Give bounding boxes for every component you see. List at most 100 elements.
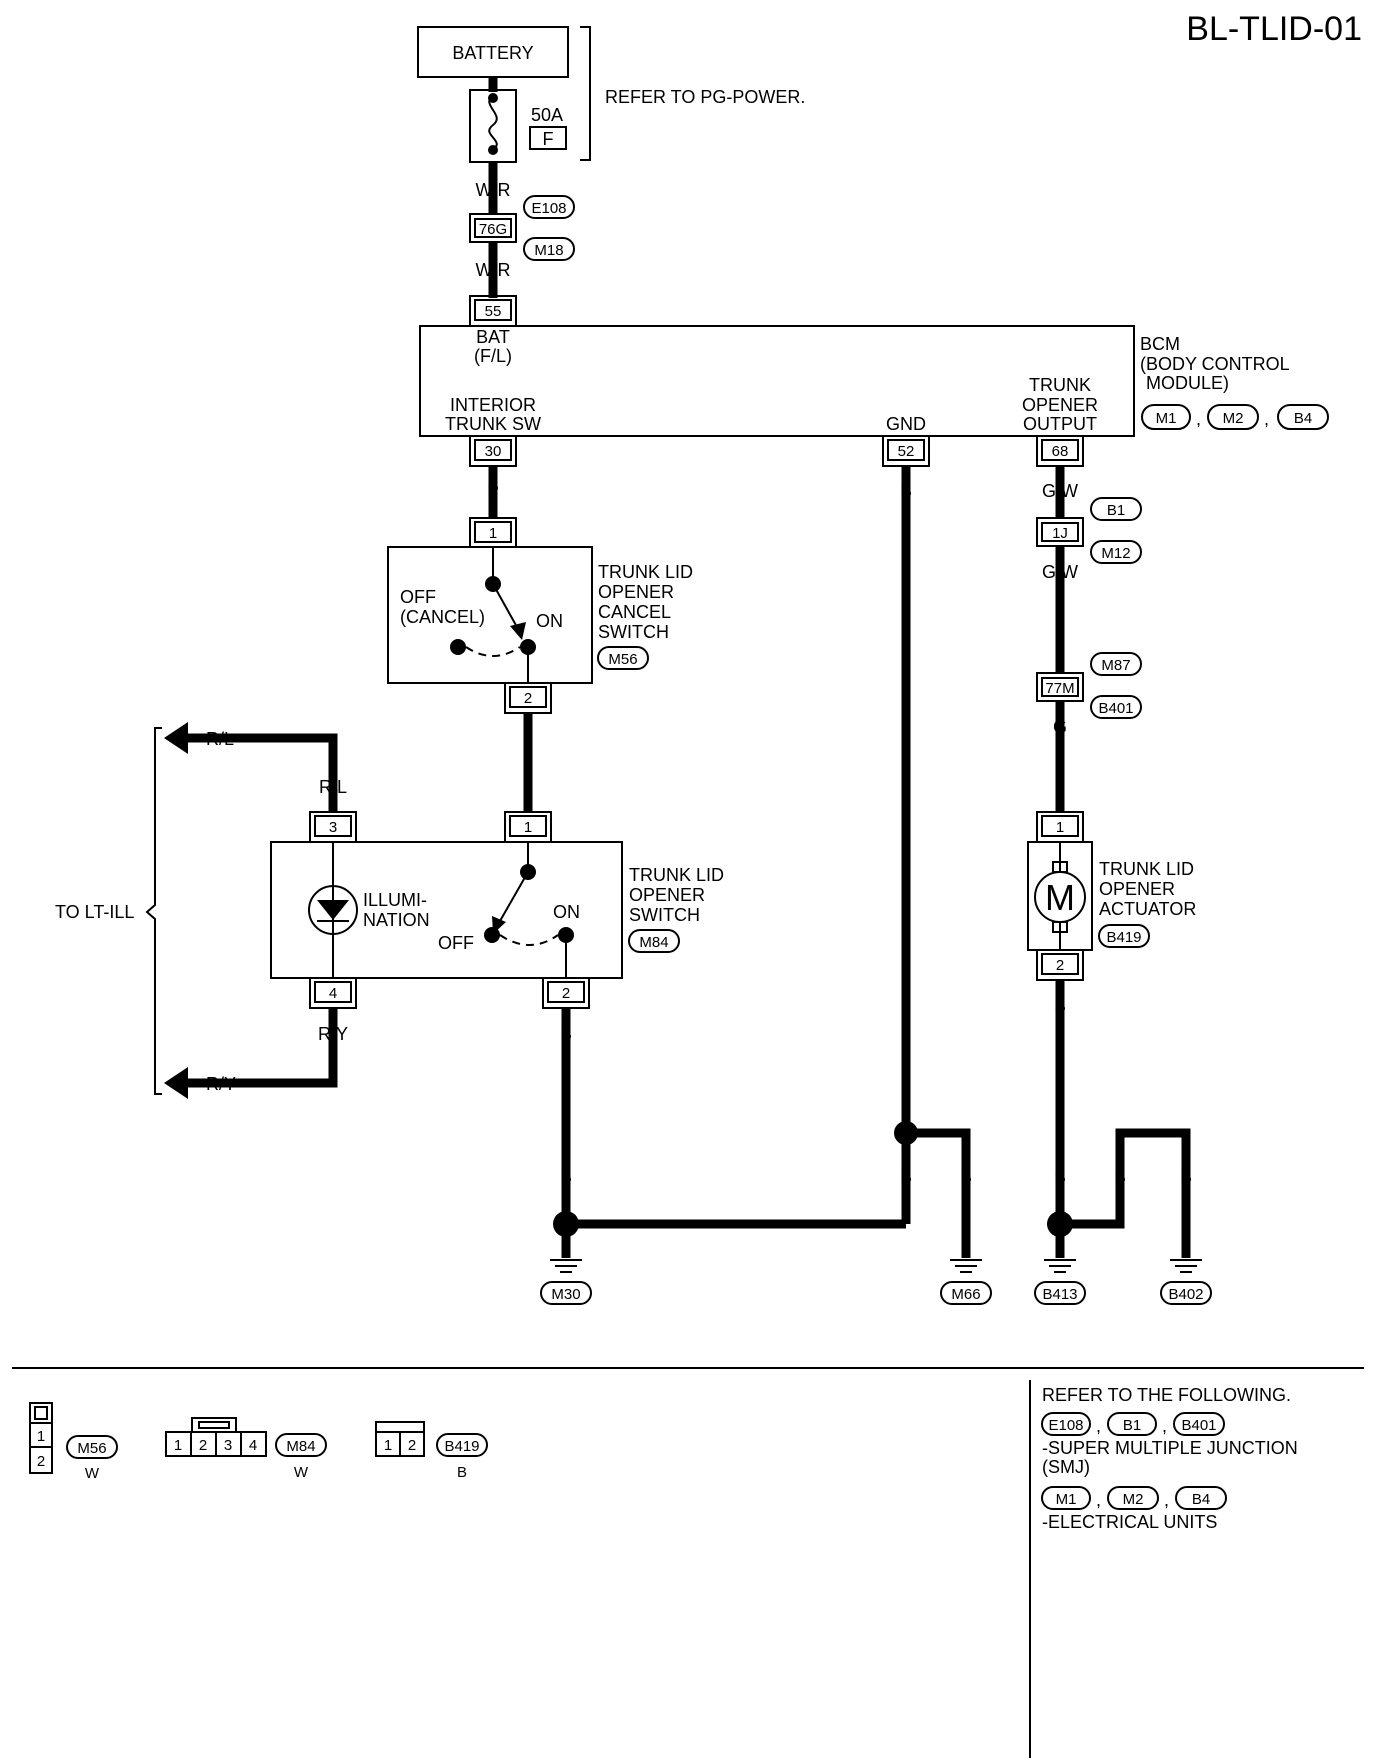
bcm-conn-3: B4 [1294,410,1312,427]
svg-text:,: , [1096,1490,1101,1510]
actuator-pin-1: 1 [1056,819,1064,836]
opener-switch-label-1: TRUNK LID [629,865,724,885]
footer-smj-2: (SMJ) [1042,1457,1090,1477]
ground-b413-icon [1044,1259,1076,1273]
cancel-switch-label-4: SWITCH [598,622,669,642]
face-m84-conn: M84 [286,1438,315,1455]
to-lt-ill: TO LT-ILL [55,902,134,922]
cancel-pin-2: 2 [524,690,532,707]
opener-pin-4: 4 [329,985,337,1002]
bcm-output: OUTPUT [1023,414,1097,434]
face-b419-color: B [457,1464,467,1481]
illumination-lamp-icon [308,885,358,935]
motor-icon [1034,871,1086,923]
bcm-conns: M1 , M2 , B4 [1141,404,1329,430]
joint-77m-bottom-conn: B401 [1098,700,1133,717]
joint-1j-bottom-conn: M12 [1101,545,1130,562]
face-m84-color: W [294,1464,309,1481]
joint-76g-top-conn: E108 [531,200,566,217]
ground-m30: M30 [551,1286,580,1303]
wire-b-m30b: B [900,1167,912,1187]
wire-b-gnd: B [900,481,912,501]
footer-eu-conn-2: M2 [1123,1491,1144,1508]
svg-text:,: , [1162,1416,1167,1436]
bcm-box [419,325,1135,437]
actuator-pin-2: 2 [1056,957,1064,974]
wire-b-b402a: B [1114,1167,1126,1187]
wire-p: P [487,481,499,501]
opener-illum-2: NATION [363,910,430,930]
bcm-opener: OPENER [1022,395,1098,415]
wire-rl-top: R/L [206,729,234,749]
opener-pin-1: 1 [524,819,532,836]
wire-rl-in: R/L [319,777,347,797]
wire-gw-2: G/W [1042,562,1078,582]
ground-b413: B413 [1042,1286,1077,1303]
svg-text:,: , [1264,409,1269,429]
ground-b402-icon [1170,1259,1202,1273]
ground-b402: B402 [1168,1286,1203,1303]
svg-text:1: 1 [384,1437,392,1454]
wire-wr-1: W/R [476,180,511,200]
svg-text:,: , [1196,409,1201,429]
cancel-switch-label-1: TRUNK LID [598,562,693,582]
opener-switch-label-3: SWITCH [629,905,700,925]
svg-text:4: 4 [249,1437,257,1454]
fuse-letter: F [543,129,554,149]
bcm-conn-1: M1 [1156,410,1177,427]
svg-text:,: , [1164,1490,1169,1510]
cancel-off-cancel: (CANCEL) [400,607,485,627]
bcm-trunk: TRUNK [1029,375,1091,395]
actuator-label-1: TRUNK LID [1099,859,1194,879]
opener-off: OFF [438,933,474,953]
face-b419-conn: B419 [444,1438,479,1455]
joint-1j-top-conn: B1 [1107,502,1125,519]
rl-arrow-icon [164,722,188,754]
bcm-label: BCM [1140,334,1180,354]
battery-label: BATTERY [452,43,533,63]
footer-smj-conn-1: E108 [1048,1417,1083,1434]
ground-m30-icon [550,1259,582,1273]
footer-eu-conn-1: M1 [1056,1491,1077,1508]
cancel-on: ON [536,611,563,631]
opener-pin-3: 3 [329,819,337,836]
fuse-icon [488,94,498,151]
actuator-motor: M [1045,877,1075,918]
wire-b-m30: B [560,1167,572,1187]
wire-wr-2: W/R [476,260,511,280]
connector-face-m84: 1 2 3 4 M84 W [165,1417,327,1481]
svg-text:,: , [1096,1416,1101,1436]
cancel-switch-label-2: OPENER [598,582,674,602]
actuator-label-2: OPENER [1099,879,1175,899]
svg-text:2: 2 [408,1437,416,1454]
footer-smj-conn-2: B1 [1123,1417,1141,1434]
opener-switch-conn: M84 [639,934,668,951]
joint-77m-top-conn: M87 [1101,657,1130,674]
bcm-gnd: GND [886,414,926,434]
connector-face-m56: 1 2 M56 W [29,1402,118,1482]
lt-ill-brace [145,727,162,1095]
opener-pin-2: 2 [562,985,570,1002]
fuse-refer: REFER TO PG-POWER. [605,87,805,107]
bcm-pin-30: 30 [485,443,502,460]
cancel-off: OFF [400,587,436,607]
connector-face-b419: 1 2 B419 B [375,1421,488,1481]
cancel-switch-box [387,546,593,684]
wire-ry-in: R/Y [206,1074,236,1094]
svg-text:3: 3 [224,1437,232,1454]
fuse-rating: 50A [531,105,563,125]
bcm-conn-2: M2 [1223,410,1244,427]
ground-m66-icon [950,1259,982,1273]
cancel-switch-label-3: CANCEL [598,602,671,622]
ry-arrow-icon [164,1067,188,1099]
cancel-switch-conn: M56 [608,651,637,668]
footer-refer: REFER TO THE FOLLOWING. [1042,1385,1291,1405]
wire-l: L [523,730,533,750]
diagram-title: BL-TLID-01 [1186,10,1362,48]
svg-text:1: 1 [37,1428,45,1445]
opener-switch-label-2: OPENER [629,885,705,905]
joint-76g-bottom-conn: M18 [534,242,563,259]
svg-text:2: 2 [37,1453,45,1470]
actuator-label-3: ACTUATOR [1099,899,1196,919]
joint-77m-pin: 77M [1045,680,1074,697]
